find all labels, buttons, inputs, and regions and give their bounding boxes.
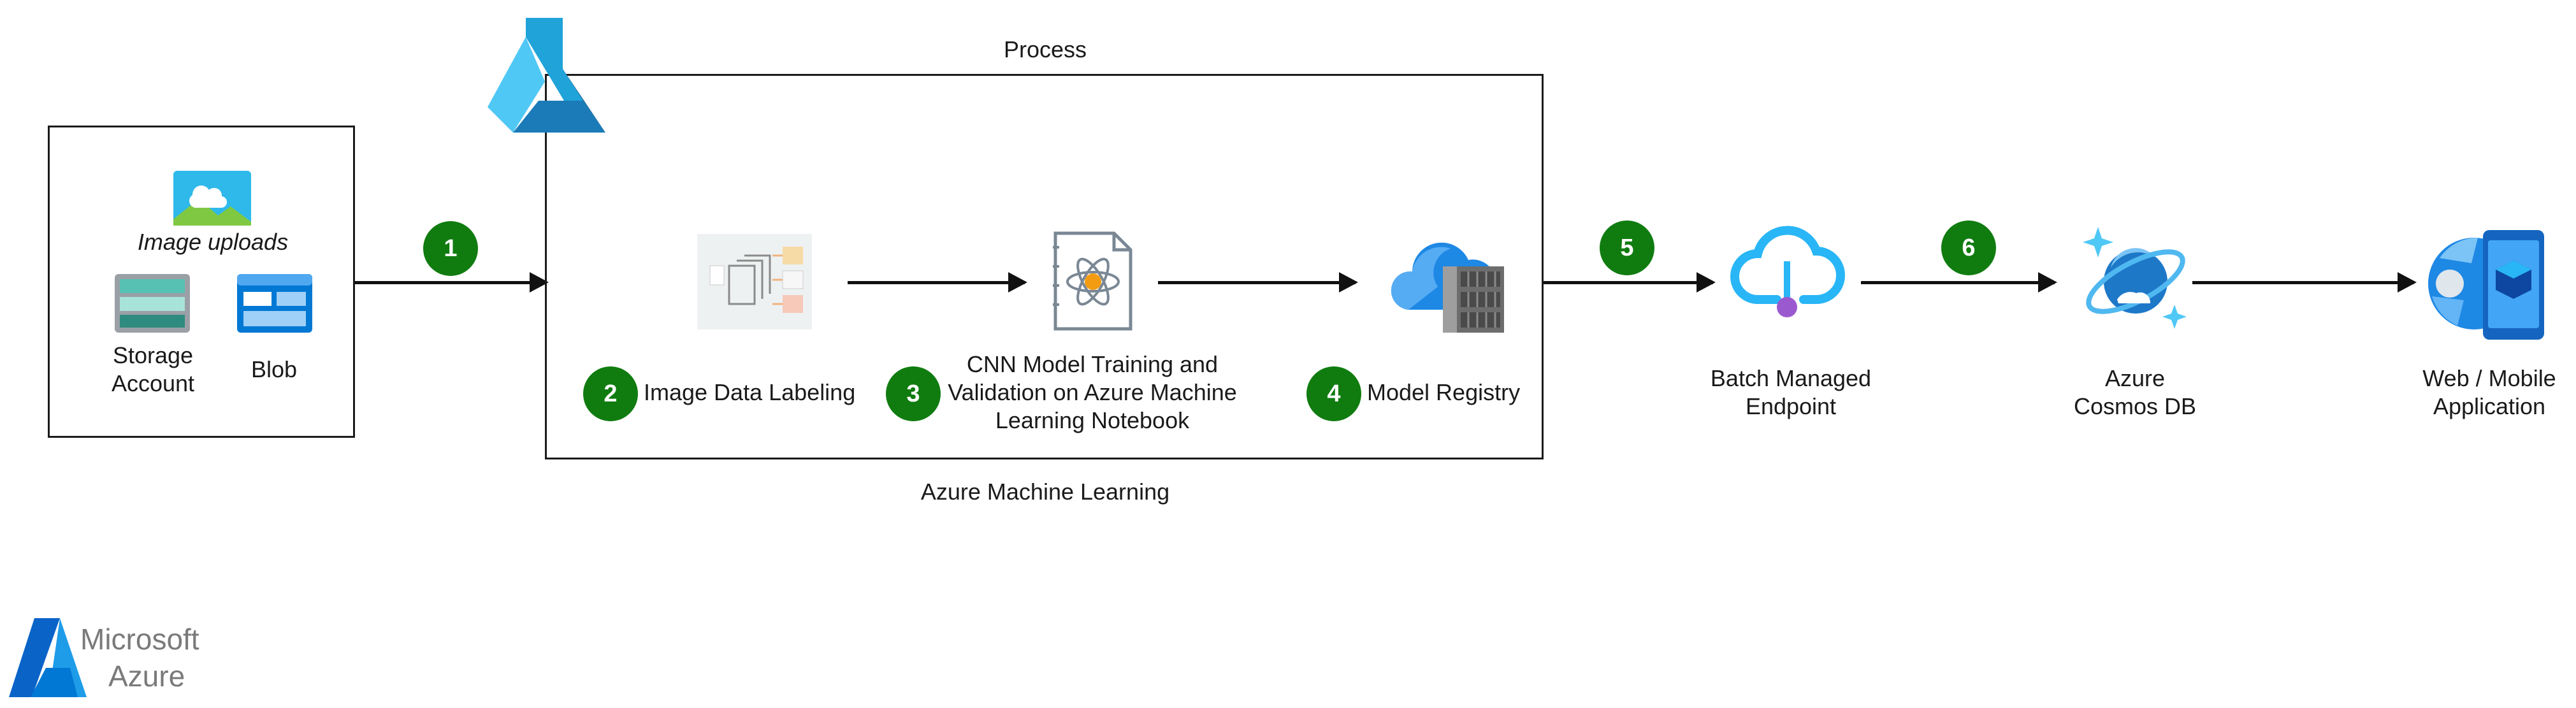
image-icon: [173, 171, 251, 226]
batch-endpoint-icon: [1730, 226, 1845, 317]
step-badge-1: 1: [423, 221, 478, 276]
step-badge-5: 5: [1600, 220, 1654, 275]
step-badge-6: 6: [1941, 220, 1996, 275]
process-box: [545, 74, 1544, 459]
blob-label: Blob: [250, 356, 298, 382]
storage-box: [48, 126, 355, 438]
web-mobile-app-icon: [2428, 230, 2544, 340]
arrow-process-to-endpoint: [1544, 272, 1716, 293]
arrow-labeling-to-training: [848, 272, 1027, 293]
storage-account-label: Storage Account: [111, 342, 195, 396]
model-registry-label: Model Registry: [1367, 379, 1521, 405]
arrow-cosmos-to-app: [2192, 272, 2417, 293]
cnn-training-label: CNN Model Training and Validation on Azu…: [948, 351, 1237, 433]
model-registry-icon: [1391, 242, 1504, 333]
image-data-labeling-label: Image Data Labeling: [644, 379, 856, 405]
batch-endpoint-label: Batch Managed Endpoint: [1710, 365, 1872, 419]
arrow-training-to-registry: [1158, 272, 1358, 293]
step-badge-4: 4: [1306, 366, 1361, 421]
notebook-icon: [1053, 231, 1132, 331]
azure-ml-icon: [488, 18, 605, 133]
step-badge-3: 3: [886, 366, 941, 421]
logo-microsoft: Microsoft: [80, 623, 199, 656]
cosmos-db-label: Azure Cosmos DB: [2073, 365, 2197, 419]
cosmos-db-icon: [2083, 227, 2187, 329]
web-mobile-app-label: Web / Mobile Application: [2422, 365, 2556, 419]
blob-icon: [237, 274, 312, 333]
arrow-storage-to-process: [355, 272, 549, 293]
process-label: Process: [1003, 36, 1087, 62]
logo-azure: Azure: [108, 660, 185, 693]
azure-logo-icon: [9, 618, 87, 697]
storage-account-icon: [115, 274, 190, 333]
image-uploads-label: Image uploads: [137, 229, 289, 255]
arrow-endpoint-to-cosmos: [1861, 272, 2057, 293]
step-badge-2: 2: [583, 366, 638, 421]
data-labeling-icon: [697, 234, 812, 329]
aml-label: Azure Machine Learning: [920, 479, 1170, 505]
